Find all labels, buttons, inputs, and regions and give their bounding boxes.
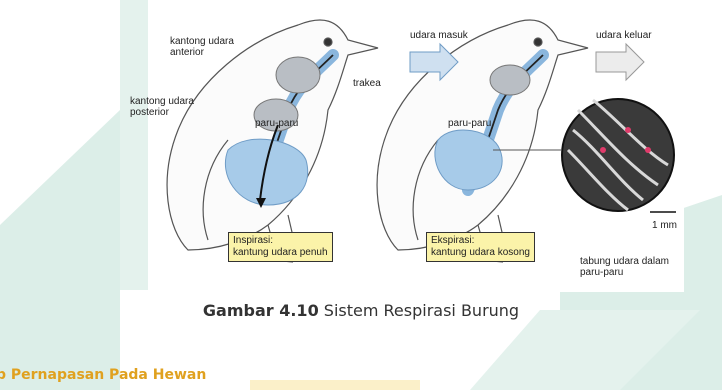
label-kantong-anterior: kantong udara anterior [170, 36, 234, 58]
label-udara-keluar: udara keluar [596, 30, 652, 41]
label-kantong-posterior: kantong udara posterior [130, 96, 194, 118]
anterior-air-sac [276, 57, 320, 93]
caption-text: Sistem Respirasi Burung [319, 301, 519, 320]
label-udara-masuk: udara masuk [410, 30, 468, 41]
label-paru-left: paru-paru [255, 118, 298, 129]
box-inspirasi: Inspirasi: kantung udara penuh [228, 232, 333, 262]
box-ekspirasi: Ekspirasi: kantung udara kosong [426, 232, 535, 262]
figure-caption: Gambar 4.10 Sistem Respirasi Burung [0, 301, 722, 320]
bird-respiration-figure: kantong udara anterior kantong udara pos… [148, 0, 684, 292]
label-scale: 1 mm [652, 220, 677, 231]
lung-tissue-zoom [562, 99, 674, 211]
arrow-out [596, 44, 644, 80]
section-heading: p Pernapasan Pada Hewan [0, 367, 206, 383]
caption-number: Gambar 4.10 [203, 301, 319, 320]
label-tabung: tabung udara dalam paru-paru [580, 256, 669, 278]
label-trakea: trakea [353, 78, 381, 89]
label-paru-right: paru-paru [448, 118, 491, 129]
